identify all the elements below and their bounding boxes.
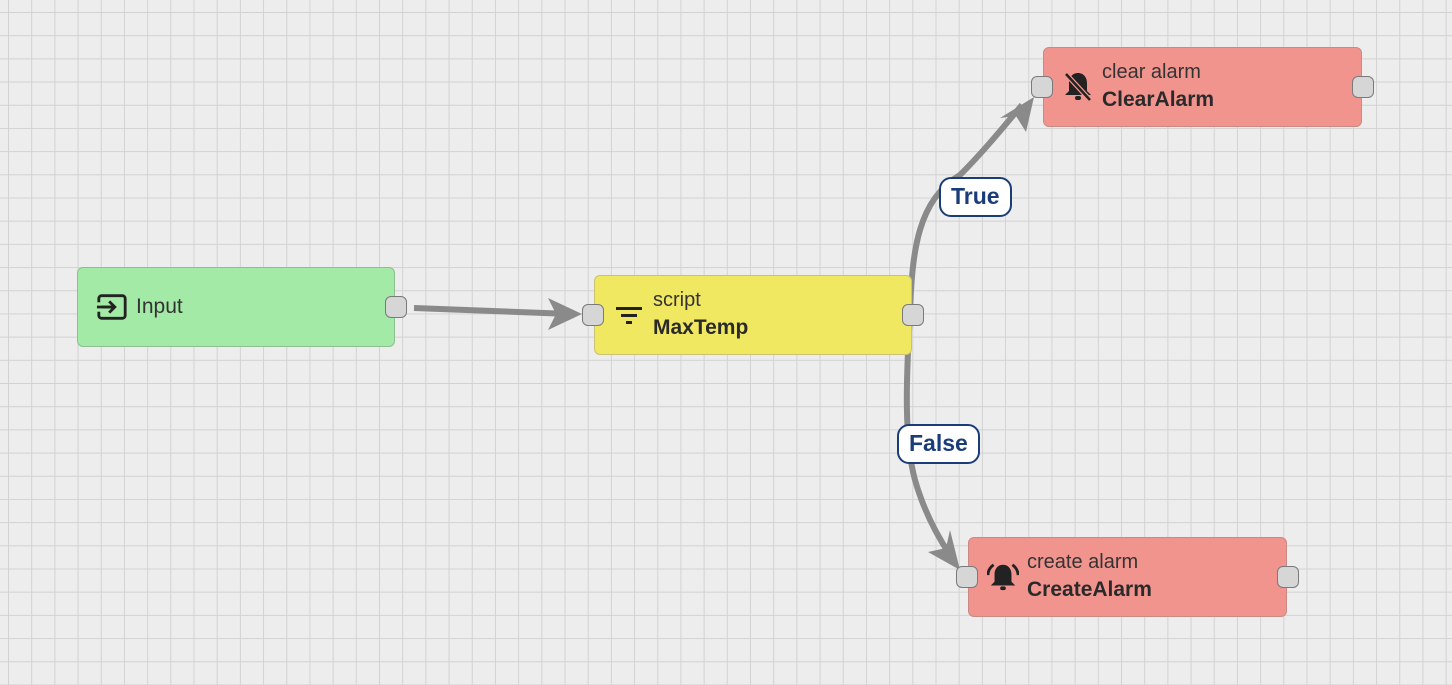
edge-input-to-maxtemp[interactable]: [413, 298, 582, 330]
filter-icon: [613, 299, 645, 331]
bell-alarm-icon: [987, 561, 1019, 593]
node-script-in-port[interactable]: [582, 304, 604, 326]
node-create-alarm-name: CreateAlarm: [1027, 578, 1152, 602]
node-create-alarm-out-port[interactable]: [1277, 566, 1299, 588]
node-input-label: Input: [136, 294, 183, 318]
node-script-maxtemp[interactable]: script MaxTemp: [582, 275, 924, 355]
node-create-alarm-text: create alarm CreateAlarm: [1027, 549, 1152, 604]
node-clear-alarm-name: ClearAlarm: [1102, 88, 1215, 112]
node-clear-alarm[interactable]: clear alarm ClearAlarm: [1031, 47, 1374, 127]
node-clear-alarm-type: clear alarm: [1102, 61, 1201, 84]
node-clear-alarm-out-port[interactable]: [1352, 76, 1374, 98]
node-script-type: script: [653, 289, 701, 312]
node-input-text: Input: [136, 293, 183, 321]
edge-label-true[interactable]: True: [939, 177, 1012, 217]
input-icon: [96, 291, 128, 323]
node-create-alarm-type: create alarm: [1027, 551, 1139, 574]
node-input[interactable]: Input: [77, 267, 407, 347]
node-script-out-port[interactable]: [902, 304, 924, 326]
bell-off-icon: [1062, 71, 1094, 103]
edge-label-false[interactable]: False: [897, 424, 980, 464]
node-input-out-port[interactable]: [385, 296, 407, 318]
node-script-name: MaxTemp: [653, 316, 749, 340]
node-clear-alarm-text: clear alarm ClearAlarm: [1102, 59, 1214, 114]
node-create-alarm[interactable]: create alarm CreateAlarm: [956, 537, 1299, 617]
node-clear-alarm-in-port[interactable]: [1031, 76, 1053, 98]
node-script-text: script MaxTemp: [653, 287, 748, 342]
node-create-alarm-in-port[interactable]: [956, 566, 978, 588]
